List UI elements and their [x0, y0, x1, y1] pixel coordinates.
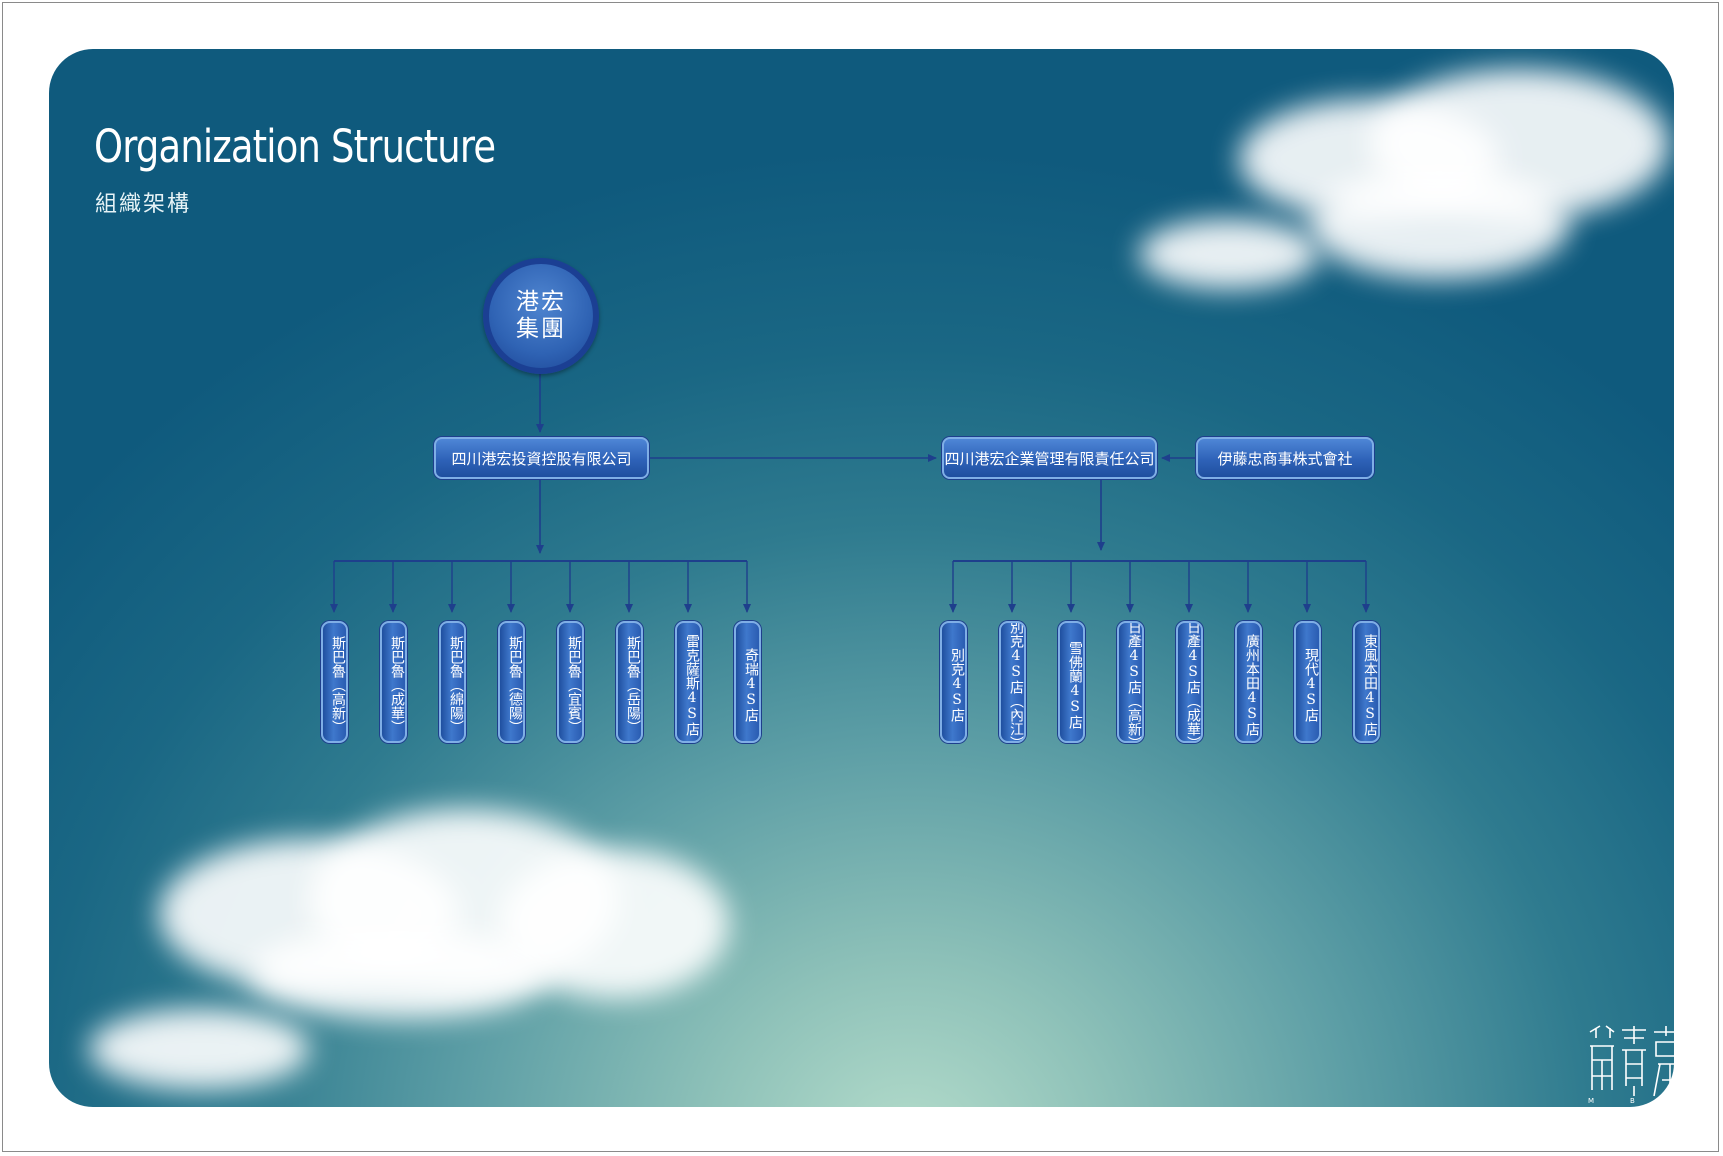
cloud-decoration: [89, 1009, 309, 1089]
left-store-node: 斯巴魯（岳陽）: [616, 621, 643, 743]
left-store-node: 斯巴魯（高新）: [321, 621, 348, 743]
root-node-group: 港宏 集團: [483, 258, 599, 374]
left-store-node: 奇瑞4S店: [734, 621, 761, 743]
left-branch-bus: [330, 560, 751, 613]
right-store-node: 現代4S店: [1294, 621, 1321, 743]
right-store-node: 別克4S店: [940, 621, 967, 743]
svg-text:M: M: [1588, 1097, 1594, 1104]
right-store-node: 日產4S店（成華）: [1176, 621, 1203, 743]
left-store-node: 斯巴魯（德陽）: [498, 621, 525, 743]
node-left-holding-company: 四川港宏投資控股有限公司: [434, 437, 649, 479]
right-store-node: 東風本田4S店: [1353, 621, 1380, 743]
root-label-line2: 集團: [516, 316, 566, 342]
cloud-decoration: [1309, 169, 1569, 279]
left-store-node: 斯巴魯（成華）: [380, 621, 407, 743]
cloud-decoration: [1139, 219, 1319, 289]
right-store-node: 別克4S店（內江）: [999, 621, 1026, 743]
page-title: Organization Structure: [94, 120, 496, 173]
cloud-decoration: [249, 929, 549, 1019]
left-store-node: 雷克薩斯4S店: [675, 621, 702, 743]
sky-background: [49, 49, 1674, 1107]
right-store-node: 廣州本田4S店: [1235, 621, 1262, 743]
svg-text:Y: Y: [1667, 1097, 1673, 1104]
right-branch-bus: [949, 560, 1370, 613]
node-partner-company: 伊藤忠商事株式會社: [1196, 437, 1374, 479]
page-subtitle: 組織架構: [95, 192, 192, 217]
root-label-line1: 港宏: [516, 289, 566, 315]
left-store-node: 斯巴魯（宜賓）: [557, 621, 584, 743]
node-right-management-company: 四川港宏企業管理有限責任公司: [942, 437, 1157, 479]
left-store-node: 斯巴魯（綿陽）: [439, 621, 466, 743]
svg-text:B: B: [1630, 1097, 1635, 1104]
right-store-node: 日產4S店（高新）: [1117, 621, 1144, 743]
right-store-node: 雪佛蘭4S店: [1058, 621, 1085, 743]
